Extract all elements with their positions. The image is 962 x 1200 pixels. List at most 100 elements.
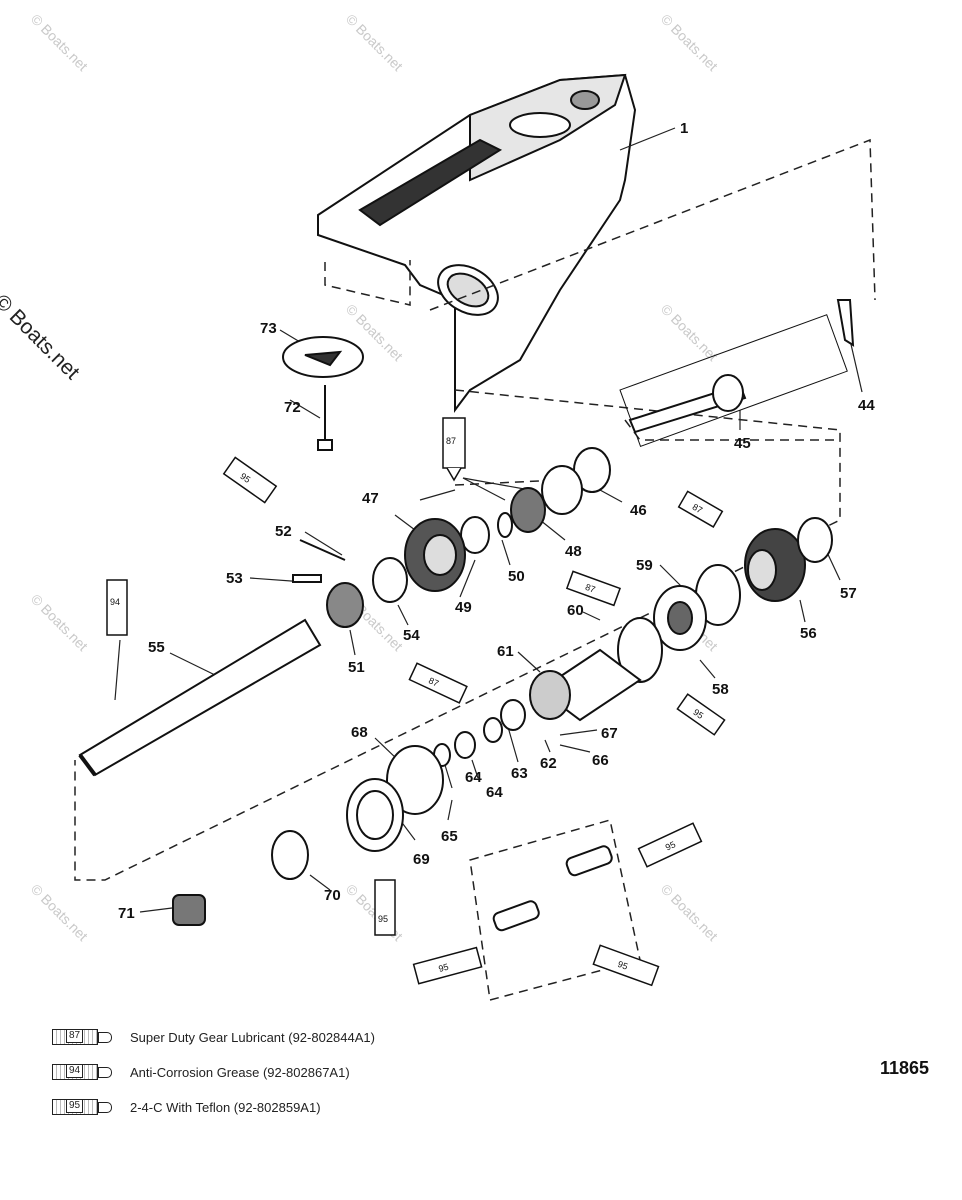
callout-62: 62 [540,755,557,772]
exploded-parts-diagram: © Boats.net © Boats.net © Boats.net © Bo… [28,11,876,1001]
watermark-text: © Boats.net [658,11,721,74]
callout-68: 68 [351,724,368,741]
gear-housing [317,73,637,413]
svg-text:87: 87 [427,675,440,688]
lock-plate-68 [386,745,444,815]
tube-95-lower-left: 95 [412,946,483,985]
lubricant-tubes: 87 95 87 87 94 87 95 95 95 95 95 [106,417,726,987]
clip-44 [836,299,855,347]
watermark-text: © Boats.net [28,11,91,74]
callout-61: 61 [497,643,514,660]
callout-63: 63 [511,765,528,782]
parts [78,299,855,932]
nut-71 [172,894,206,926]
bearing-48 [510,465,583,533]
callout-50: 50 [508,568,525,585]
callout-52: 52 [275,523,292,540]
tube-87-low: 87 [408,662,468,704]
retainer-69 [346,778,404,852]
pinion-gear-47 [404,518,466,592]
legend-row: 95 2-4-C With Teflon (92-802859A1) [52,1096,572,1118]
tube-95-lower-right: 95 [592,944,660,987]
callout-59: 59 [636,557,653,574]
legend-row: 87 Super Duty Gear Lubricant (92-802844A… [52,1026,572,1048]
callout-67: 67 [601,725,618,742]
tube-95-upper-right: 95 [637,822,703,868]
callout-64: 64 [465,769,482,786]
callout-58: 58 [712,681,729,698]
svg-text:95: 95 [238,471,252,485]
callout-65: 65 [441,828,458,845]
tube-95-bottom: 95 [374,879,396,936]
callout-53: 53 [226,570,243,587]
pin-52 [299,539,346,561]
svg-text:94: 94 [110,597,120,607]
race-57 [797,517,833,563]
watermark-text: © Boats.net [343,11,406,74]
tool-left [492,900,540,932]
callout-69: 69 [413,851,430,868]
bearing-63 [500,699,526,731]
callout-70: 70 [324,887,341,904]
callout-71: 71 [118,905,135,922]
watermark-text: © Boats.net [658,881,721,944]
legend-text: Super Duty Gear Lubricant (92-802844A1) [130,1029,375,1045]
bearing-58 [653,585,707,651]
callout-51: 51 [348,659,365,676]
callout-73: 73 [260,320,277,337]
tab-washer-70 [271,830,309,880]
bearing-64 [433,731,476,767]
bearing-54 [372,557,408,603]
bearing-carrier-61 [529,648,642,722]
callout-45: 45 [734,435,751,452]
callout-60: 60 [567,602,584,619]
tube-94: 94 [106,579,128,636]
tube-87-top: 87 [442,417,466,482]
svg-text:87: 87 [446,436,456,446]
clutch-51 [326,582,364,628]
screw-72 [317,385,333,451]
callouts: 1 44 45 46 47 48 49 50 51 52 53 54 55 56… [118,120,875,922]
svg-text:95: 95 [437,962,449,974]
svg-text:87: 87 [584,582,597,595]
oring-60 [617,617,663,683]
legend-text: Anti-Corrosion Grease (92-802867A1) [130,1064,350,1080]
callout-66: 66 [592,752,609,769]
tube-87-mid: 87 [565,570,621,607]
callout-54: 54 [403,627,420,644]
washer-50 [497,512,513,538]
callout-47: 47 [362,490,379,507]
propeller-shaft-55 [78,618,322,777]
callout-1: 1 [680,120,688,137]
callout-56: 56 [800,625,817,642]
tube-icon: 95 [52,1099,114,1115]
svg-text:95: 95 [664,839,677,852]
legend-row: 94 Anti-Corrosion Grease (92-802867A1) [52,1061,572,1083]
tube-icon: 94 [52,1064,114,1080]
tube-95-mid: 95 [676,693,726,736]
anode-73 [282,336,364,378]
legend-text: 2-4-C With Teflon (92-802859A1) [130,1099,321,1115]
tool-right [565,845,613,877]
callout-57: 57 [840,585,857,602]
callout-72: 72 [284,399,301,416]
shift-shaft-45 [619,314,848,448]
callout-55: 55 [148,639,165,656]
callout-49: 49 [455,599,472,616]
svg-text:95: 95 [616,959,629,972]
tube-icon: 87 [52,1029,114,1045]
tube-95-left: 95 [222,456,278,504]
svg-text:95: 95 [378,914,388,924]
watermark-text: © Boats.net [28,881,91,944]
watermark-text: © Boats.net [658,301,721,364]
callout-48: 48 [565,543,582,560]
watermark-text: © Boats.net [28,591,91,654]
callout-46: 46 [630,502,647,519]
pin-53 [292,574,322,583]
figure-number: 11865 [880,1058,930,1078]
svg-text:95: 95 [691,707,705,721]
tube-87-right: 87 [677,490,724,528]
callout-44: 44 [858,397,875,414]
retaining-ring-62 [483,717,503,743]
callout-64: 64 [486,784,503,801]
